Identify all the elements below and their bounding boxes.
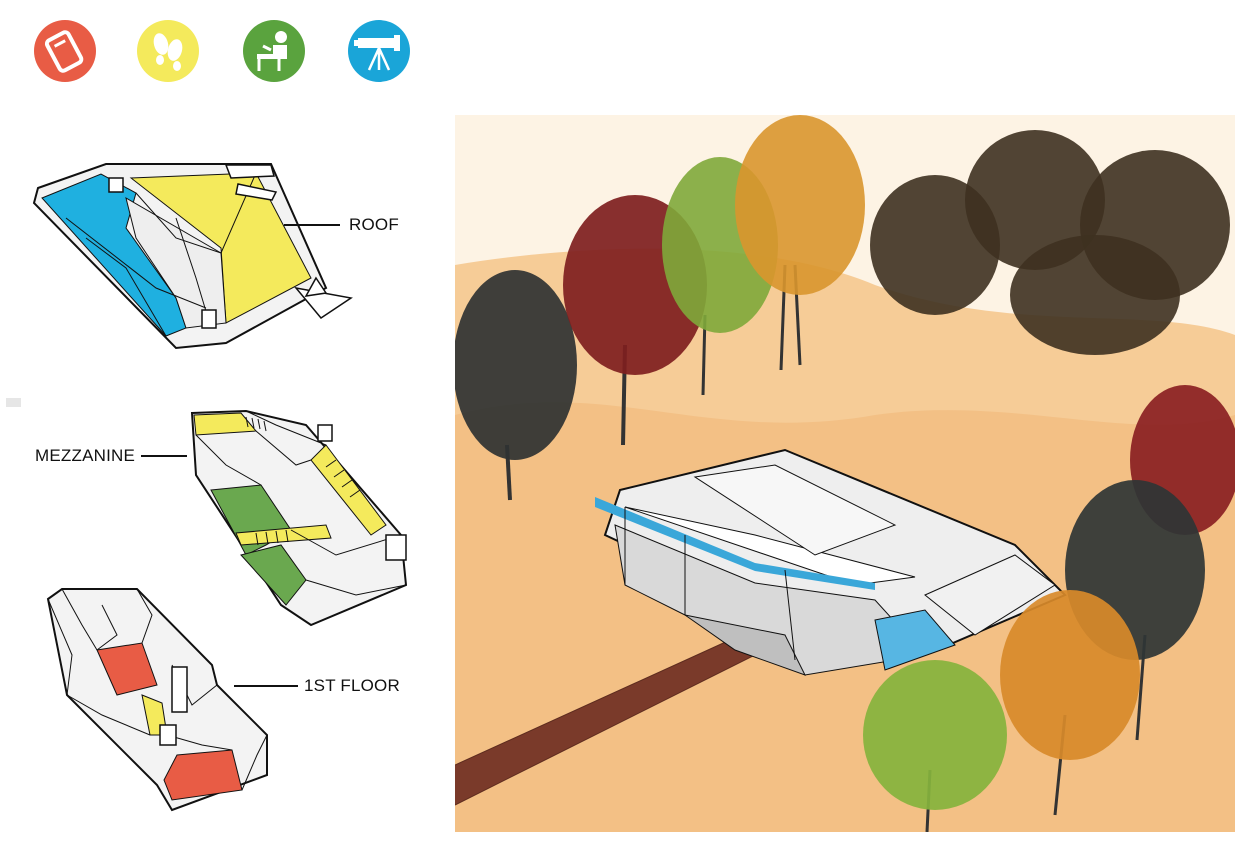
first-floor-plan <box>42 585 277 820</box>
tree-orange-front <box>1000 590 1140 816</box>
roof-label-text: ROOF <box>349 215 399 234</box>
mezzanine-label: MEZZANINE <box>35 446 188 466</box>
tree-orange-back <box>735 115 865 371</box>
telescope-icon <box>348 20 410 82</box>
pavilion-building <box>595 448 1067 676</box>
tree-brown-cluster <box>870 130 1230 355</box>
mezzanine-label-text: MEZZANINE <box>35 446 136 465</box>
first-floor-label-text: 1ST FLOOR <box>304 676 400 695</box>
first-floor-label: 1ST FLOOR <box>234 676 400 696</box>
roof-leader-line <box>284 224 340 226</box>
legend-icon-row <box>34 20 414 84</box>
roof-label: ROOF <box>284 215 399 235</box>
first-floor-leader-line <box>234 685 298 687</box>
mezzanine-plan <box>186 405 416 630</box>
tree-dark-left <box>455 270 577 501</box>
footprints-icon <box>137 20 199 82</box>
mezzanine-leader-line <box>141 455 188 457</box>
tree-green-front <box>863 660 1007 832</box>
roof-plan <box>26 158 356 358</box>
site-perspective-scene <box>455 115 1235 832</box>
reading-person-icon <box>243 20 305 82</box>
tablet-icon <box>34 20 96 82</box>
small-marker <box>6 398 21 407</box>
